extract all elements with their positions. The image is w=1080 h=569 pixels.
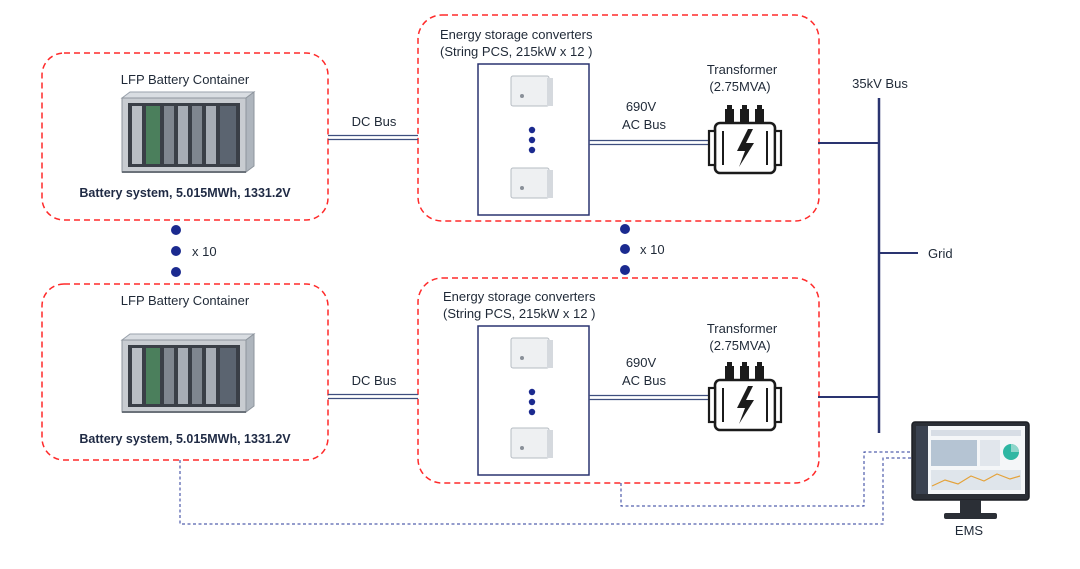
pcs-title-bottom-line1: Energy storage converters (443, 289, 596, 304)
battery-multiplier-dots (171, 225, 181, 277)
ac-bus-label-bottom: AC Bus (622, 373, 667, 388)
ems-label: EMS (955, 523, 984, 538)
transformer-title-top: Transformer (707, 62, 778, 77)
battery-container-box-bottom (41, 283, 329, 461)
ac-bus-line-bottom (589, 394, 708, 401)
battery-system-caption-top: Battery system, 5.015MWh, 1331.2V (79, 186, 291, 200)
ems-comm-line-pcs (620, 451, 912, 507)
pcs-group-box-top (417, 14, 820, 222)
dc-bus-line-top (328, 134, 418, 141)
battery-container-image-bottom (120, 333, 256, 413)
battery-container-box-top (41, 52, 329, 221)
dc-bus-line-bottom (328, 393, 418, 400)
pcs-multiplier-label: x 10 (640, 242, 665, 257)
battery-container-title-top: LFP Battery Container (121, 72, 250, 87)
dc-bus-label-bottom: DC Bus (352, 373, 397, 388)
battery-multiplier-label: x 10 (192, 244, 217, 259)
ac-bus-label-top: AC Bus (622, 117, 667, 132)
dc-bus-label-top: DC Bus (352, 114, 397, 129)
pcs-cabinet-frame-bottom (477, 325, 590, 476)
pcs-title-top-line2: (String PCS, 215kW x 12 ) (440, 44, 592, 59)
bus-35kv-label: 35kV Bus (852, 76, 908, 91)
ac-bus-voltage-top: 690V (626, 99, 657, 114)
pcs-title-bottom-line2: (String PCS, 215kW x 12 ) (443, 306, 595, 321)
battery-container-image-top (120, 91, 256, 173)
pcs-title-top-line1: Energy storage converters (440, 27, 593, 42)
ems-monitor-icon (911, 421, 1030, 519)
transformer-title-bottom: Transformer (707, 321, 778, 336)
grid-label: Grid (928, 246, 953, 261)
transformer-icon-bottom (707, 362, 783, 432)
pcs-multiplier-dots (620, 224, 630, 275)
ac-bus-voltage-bottom: 690V (626, 355, 657, 370)
battery-system-caption-bottom: Battery system, 5.015MWh, 1331.2V (79, 432, 291, 446)
transformer-rating-top: (2.75MVA) (709, 79, 770, 94)
battery-container-title-bottom: LFP Battery Container (121, 293, 250, 308)
pcs-group-box-bottom (417, 277, 820, 484)
pcs-cabinet-frame-top (477, 63, 590, 216)
ac-bus-line-top (589, 139, 708, 146)
ems-comm-line-battery (179, 457, 912, 525)
transformer-rating-bottom: (2.75MVA) (709, 338, 770, 353)
transformer-icon-top (707, 105, 783, 175)
